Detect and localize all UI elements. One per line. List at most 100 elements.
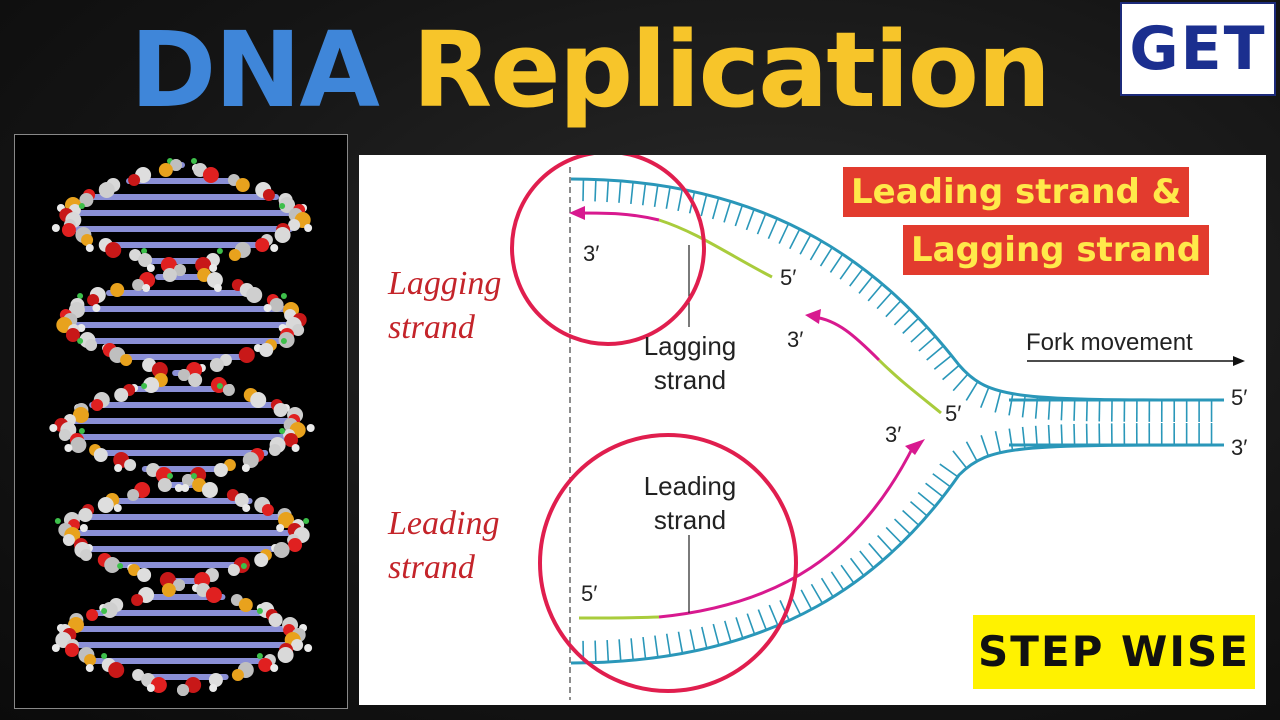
base-pair-rung — [820, 577, 834, 598]
atom — [93, 448, 108, 462]
prime-label-mid-5: 5′ — [945, 401, 962, 426]
base-pair-rungs — [582, 179, 1213, 663]
base-pair-rung — [858, 275, 874, 294]
atom — [77, 338, 84, 344]
base-pair-rung — [712, 623, 720, 646]
lagging-callout: Lagging strand — [633, 329, 747, 397]
base-pair-rung — [910, 326, 928, 343]
atom — [235, 178, 250, 192]
leading-callout-line2: strand — [653, 505, 727, 535]
top-template-strand — [570, 177, 1225, 402]
atom — [216, 248, 223, 254]
atom — [276, 524, 285, 532]
atom — [174, 264, 186, 276]
base-pair-rung — [653, 184, 659, 207]
atom — [51, 224, 60, 232]
base-pair-rung — [641, 183, 647, 206]
atom — [143, 377, 160, 393]
atom — [114, 464, 123, 472]
base-pair-rung — [952, 450, 968, 469]
atom — [304, 224, 313, 232]
base-pair-rung — [618, 639, 622, 662]
base-pair-rung — [980, 435, 990, 457]
atom — [131, 594, 144, 606]
base-pair-rung — [677, 631, 684, 654]
base-pair-rung — [1085, 399, 1088, 422]
atom — [250, 392, 267, 408]
atom — [261, 504, 274, 516]
atom — [278, 512, 295, 528]
base-pair-rung — [746, 613, 756, 635]
atom — [141, 383, 148, 389]
base-pair-rung — [665, 633, 672, 656]
base-pair-rung — [942, 364, 960, 381]
base-pair-rung — [965, 381, 979, 401]
atom — [201, 482, 218, 498]
fork-movement-label: Fork movement — [1026, 329, 1193, 356]
title-word-replication: Replication — [412, 9, 1051, 131]
atom — [242, 504, 251, 512]
base-pair-rung — [1073, 423, 1076, 447]
base-pair-rung — [606, 640, 610, 663]
base-pair-rung — [767, 218, 778, 240]
base-pair-rung — [868, 542, 884, 561]
atom — [174, 484, 183, 492]
atom — [274, 227, 291, 243]
atom — [258, 658, 273, 672]
atom — [110, 283, 125, 297]
base-pair-rung — [779, 600, 790, 621]
atom — [79, 524, 88, 532]
base-pair-rung — [877, 535, 894, 553]
atom — [246, 287, 263, 303]
atom — [277, 647, 294, 663]
atom — [108, 662, 125, 678]
atom — [78, 428, 85, 434]
logo-text: GET — [1129, 14, 1267, 84]
leading-callout-line1: Leading — [643, 471, 737, 501]
prime-label-mid-3: 3′ — [787, 327, 804, 352]
atom — [206, 272, 223, 288]
base-pair-rung — [849, 268, 864, 287]
atom — [64, 444, 73, 452]
atom — [80, 549, 93, 561]
lagging-callout-line2: strand — [653, 365, 727, 395]
atom — [81, 234, 94, 246]
base-pair-rung — [829, 253, 844, 273]
atom — [182, 474, 194, 486]
atom — [85, 339, 98, 351]
atom — [158, 163, 173, 177]
atom — [256, 653, 263, 659]
atom — [58, 429, 71, 441]
base-pair-rung — [893, 308, 911, 326]
atom — [209, 358, 224, 372]
atom — [259, 343, 274, 357]
atom — [209, 684, 218, 692]
base-pair-rung — [918, 335, 936, 352]
leading-callout: Leading strand — [633, 469, 747, 537]
replication-fork-drawing — [510, 155, 1245, 700]
base-pair-rung — [830, 571, 845, 591]
atom — [128, 174, 141, 186]
atom — [85, 244, 94, 252]
leading-primer — [578, 615, 660, 620]
atom — [101, 608, 108, 614]
atom — [209, 264, 218, 272]
lagging-fragment-1 — [576, 211, 660, 222]
leading-new-strand — [658, 444, 916, 619]
atom — [124, 459, 137, 471]
atom — [61, 223, 76, 237]
base-pair-rung — [689, 629, 696, 652]
atom — [242, 452, 259, 468]
atom — [222, 384, 235, 396]
base-pair-rung — [1008, 393, 1014, 416]
base-pair-rung — [734, 204, 744, 227]
atom — [177, 684, 189, 696]
atom — [279, 197, 296, 213]
prime-label-top-3: 3′ — [583, 241, 600, 266]
base-pair-rung — [799, 234, 812, 255]
base-pair-rung — [665, 186, 671, 209]
atom — [62, 534, 75, 546]
title-word-dna: DNA — [130, 9, 380, 131]
base-pair-rung — [809, 240, 823, 261]
atom — [279, 203, 286, 209]
